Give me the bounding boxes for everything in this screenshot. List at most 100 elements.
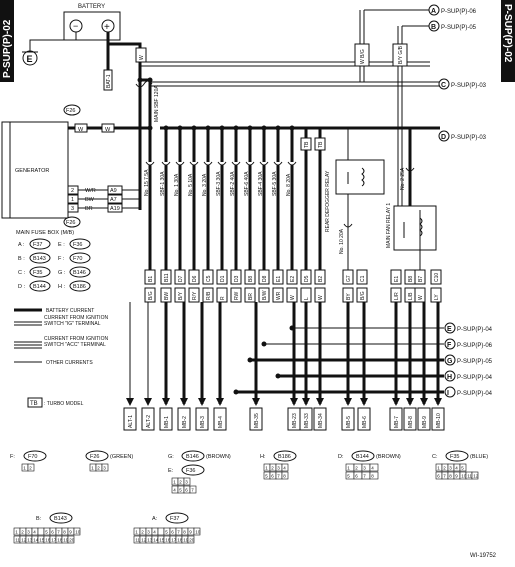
bottom-ref-junction (261, 341, 267, 347)
output-box[interactable] (159, 407, 173, 431)
output-box[interactable] (195, 407, 209, 431)
conn-pin (189, 485, 197, 494)
conn-pin-num: 2 (179, 480, 182, 485)
legend-right-oval (69, 238, 91, 250)
conn-pin-num: 19 (63, 538, 69, 543)
ref-b[interactable]: B P-SUP(P)-05 (402, 20, 477, 32)
output-arrow (144, 398, 152, 406)
legend-left-id: B143 (33, 256, 46, 262)
fuse-pin-term-text: A19 (110, 206, 120, 212)
output-box[interactable] (141, 407, 155, 431)
output-box[interactable] (417, 407, 431, 431)
conn-pin-num: 1 (15, 530, 18, 535)
legend-mid: E : (58, 242, 65, 248)
conn-pin-num: 4 (455, 466, 458, 471)
fuse-symbol (287, 161, 297, 166)
legend-right-oval (69, 280, 91, 292)
wire-code: B/Y (178, 291, 184, 300)
output-box[interactable] (213, 407, 227, 431)
conn-suffix: (GREEN) (110, 454, 133, 460)
output-arrow (316, 398, 324, 406)
conn-pin (369, 471, 379, 480)
output-label: ALT-2 (146, 415, 152, 428)
output-arrow (162, 398, 170, 406)
output-label: MB-3 (200, 416, 206, 428)
fuse-pin-color: BW (85, 197, 95, 203)
output-box[interactable] (313, 407, 327, 431)
wire-code: WR (276, 291, 282, 300)
output-label: MB-10 (436, 413, 442, 428)
wire-box (430, 287, 442, 303)
conn-pin-num: 11 (135, 538, 140, 543)
terminal-box (202, 269, 214, 285)
conn-pin-num: 2 (271, 466, 274, 471)
conn-prefix: F: (10, 454, 15, 460)
conn-pin-num: 3 (103, 466, 106, 471)
terminal-box (160, 269, 172, 285)
terminal-box (216, 269, 228, 285)
output-box[interactable] (249, 407, 263, 431)
wire-w-gen1: W (78, 127, 84, 133)
conn-pin-num: 18 (177, 538, 183, 543)
conn-pin-num: 1 (135, 530, 138, 535)
ref-a[interactable]: A P-SUP(P)-06 (364, 4, 477, 16)
fuse-label: SBF-1 30A (160, 171, 166, 196)
fuse-symbol (145, 161, 155, 166)
output-box[interactable] (357, 407, 371, 431)
conn-pin-num: 5 (45, 530, 48, 535)
bottom-ref-junction (233, 389, 239, 395)
output-box[interactable] (341, 407, 355, 431)
terminal-code: B1 (148, 276, 154, 282)
conn-pin-num: 8 (371, 474, 374, 479)
side-tab-left-text: P-SUP(P)-02 (2, 19, 13, 78)
output-box[interactable] (177, 407, 191, 431)
legend-right-oval (69, 252, 91, 264)
wire-code: BW (164, 292, 170, 300)
generator-connector: F26 (66, 108, 75, 114)
bottom-ref-circle (444, 322, 456, 334)
bottom-ref-text: P-SUP(P)-05 (457, 359, 493, 365)
bottom-ref-junction (247, 357, 253, 363)
ref-c[interactable]: C P-SUP(P)-03 (438, 78, 487, 90)
conn-pin-num: 1 (173, 480, 176, 485)
output-arrow (420, 398, 428, 406)
fuse-symbol (189, 161, 199, 166)
conn-pin-num: 2 (141, 530, 144, 535)
output-box[interactable] (431, 407, 445, 431)
fuse-symbol (161, 161, 171, 166)
fuse-symbol (259, 161, 269, 166)
bottom-ref-text: P-SUP(P)-04 (457, 391, 493, 397)
terminal-code: B8 (248, 276, 254, 282)
side-tab-right-text: P-SUP(P)-02 (502, 4, 513, 63)
wire-code: BR (248, 293, 254, 300)
terminal-code: D3 (234, 275, 240, 282)
output-box[interactable] (123, 407, 137, 431)
conn-pin (183, 477, 191, 486)
legend-left-id: F37 (33, 242, 42, 248)
legend-right-oval (69, 266, 91, 278)
conn-oval (23, 450, 47, 462)
ref-d-text: P-SUP(P)-03 (451, 135, 487, 141)
fuse-small-label: No. 10 20A (339, 228, 345, 254)
output-box[interactable] (389, 407, 403, 431)
fuse-pin-num-text: 1 (71, 197, 74, 203)
legend-left-oval (29, 280, 51, 292)
bottom-ref-circle (444, 370, 456, 382)
output-arrow (302, 398, 310, 406)
output-box[interactable] (299, 407, 313, 431)
wire-code: R/Y (192, 291, 198, 300)
ref-d-letter: D (441, 134, 446, 141)
wire-top-2: B/Y G/B (398, 45, 404, 64)
conn-pin (369, 463, 379, 472)
terminal-code: B7 (418, 276, 424, 282)
terminal-code: D1 (220, 275, 226, 282)
output-arrow (290, 398, 298, 406)
output-arrow (198, 398, 206, 406)
output-box[interactable] (403, 407, 417, 431)
conn-id: F36 (186, 468, 195, 474)
conn-pin-num: 7 (443, 474, 446, 479)
